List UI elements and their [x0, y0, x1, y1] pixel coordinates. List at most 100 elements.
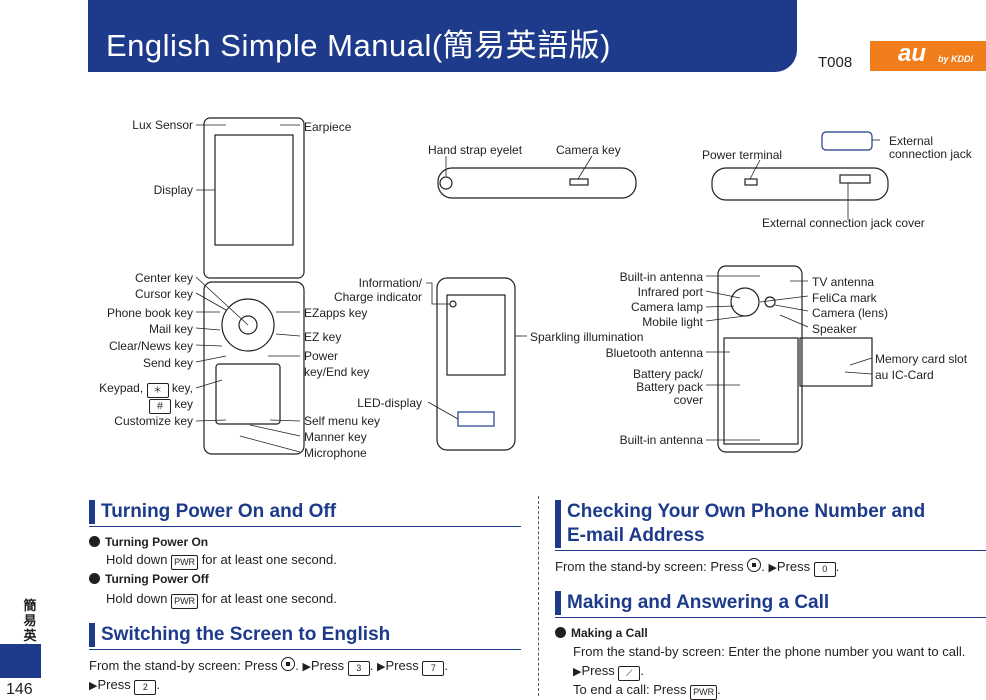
label-lux-sensor: Lux Sensor [132, 118, 193, 132]
section-power-underline [89, 526, 521, 527]
label-camera-lens: Camera (lens) [812, 306, 889, 320]
phone-upper-body [203, 117, 305, 279]
section-call-title: Making and Answering a Call [567, 592, 830, 613]
english-steps-line-2: ▶Press 2. [89, 675, 160, 696]
label-felica-mark: FeliCa mark [812, 291, 877, 305]
label-camera-key: Camera key [556, 143, 621, 157]
power-terminal [744, 178, 758, 186]
label-customize-key: Customize key [114, 414, 193, 428]
power-on-title: Turning Power On [105, 535, 209, 549]
power-key-icon: PWR [171, 594, 199, 609]
section-power-header: Turning Power On and Off [89, 500, 520, 524]
closed-phone-panel [446, 294, 506, 376]
power-key-icon: PWR [690, 685, 718, 700]
label-cursor-key: Cursor key [134, 287, 193, 301]
label-microphone: Microphone [304, 446, 367, 460]
call-text-3: . [640, 663, 644, 678]
number-text-2: . [761, 559, 765, 574]
key-0-icon: 0 [813, 562, 836, 577]
label-au-ic-card: au IC-Card [875, 368, 934, 382]
phone-lower-body [203, 281, 305, 455]
phone-display [214, 134, 294, 246]
memory-slot-detail [799, 337, 873, 387]
page-title: English Simple Manual(簡易英語版) [106, 28, 611, 63]
call-text-4: To end a call: Press [573, 682, 687, 697]
call-sub-title: Making a Call [571, 626, 648, 640]
label-sparkling: Sparkling illumination [530, 330, 644, 344]
label-speaker: Speaker [812, 322, 857, 336]
label-bluetooth-antenna: Bluetooth antenna [605, 346, 703, 360]
center-key [238, 315, 258, 335]
section-call-header: Making and Answering a Call [555, 591, 986, 615]
arrow-right-icon: ▶ [377, 661, 386, 673]
arrow-right-icon: ▶ [768, 562, 777, 574]
label-phone-book-key: Phone book key [106, 306, 193, 320]
label-power-key-1: Power [304, 349, 339, 363]
label-clear-news-key: Clear/News key [108, 339, 193, 353]
camera-key [569, 178, 589, 186]
label-camera-lamp: Camera lamp [630, 300, 703, 314]
led-display-box [457, 411, 495, 427]
bullet-icon [89, 573, 100, 584]
label-self-menu-key: Self menu key [304, 414, 381, 428]
label-external-cover: External connection jack cover [762, 216, 925, 230]
arrow-right-icon: ▶ [302, 661, 311, 673]
external-jack-cover [839, 174, 871, 184]
call-heading: Making a Call [555, 624, 648, 643]
label-battery-1: Battery pack/ [632, 367, 703, 381]
battery-cover [723, 337, 799, 445]
label-infrared-port: Infrared port [637, 285, 703, 299]
call-text-line-2: ▶Press ⟋. [573, 661, 644, 682]
label-hand-strap: Hand strap eyelet [428, 143, 523, 157]
english-steps-line-1: From the stand-by screen: Press . ▶Press… [89, 656, 448, 677]
camera-lens [764, 296, 776, 308]
english-text-1: From the stand-by screen: Press [89, 658, 278, 673]
side-tab [0, 644, 41, 678]
call-text-1: From the stand-by screen: Enter the phon… [573, 644, 966, 659]
page-number: 146 [6, 681, 33, 698]
label-mail-key: Mail key [148, 322, 193, 336]
closed-phone [436, 277, 516, 451]
label-information: Information/ [358, 276, 422, 290]
label-builtin-antenna-bottom: Built-in antenna [619, 433, 703, 447]
power-on-text: Hold down PWR for at least one second. [106, 550, 337, 570]
hand-strap-eyelet [439, 176, 453, 190]
bullet-icon [89, 536, 100, 547]
side-view-2 [711, 167, 889, 201]
power-off-title: Turning Power Off [105, 572, 209, 586]
label-keypad-1: Keypad, ＊ key, [70, 381, 193, 398]
label-charge-indicator: Charge indicator [333, 290, 422, 304]
back-view [717, 265, 803, 453]
section-number-title-1: Checking Your Own Phone Number and [567, 501, 926, 522]
center-key-icon [747, 558, 762, 572]
call-text-5: . [717, 682, 721, 697]
english-text-5: Press [385, 658, 419, 673]
label-battery-3: cover [673, 393, 703, 407]
section-english-underline [89, 649, 521, 650]
label-send-key: Send key [142, 356, 193, 370]
power-key-icon: PWR [171, 555, 199, 570]
english-text-4: . [369, 658, 374, 673]
label-tv-antenna: TV antenna [812, 275, 875, 289]
cursor-key-ring [221, 298, 275, 352]
english-text-7: Press [97, 677, 131, 692]
label-earpiece: Earpiece [304, 120, 352, 134]
phone-diagram [195, 117, 889, 455]
label-external-jack-2: connection jack [889, 147, 972, 161]
number-text-3: Press [776, 559, 811, 574]
side-view-1 [437, 167, 637, 199]
section-english-title: Switching the Screen to English [101, 624, 391, 645]
label-battery-2: Battery pack [636, 380, 703, 394]
label-led-display: LED-display [357, 396, 422, 410]
label-external-jack-1: External [889, 134, 934, 148]
au-logo [870, 41, 986, 71]
label-ezapps-key: EZapps key [304, 306, 368, 320]
section-call-underline [555, 617, 986, 618]
label-center-key: Center key [134, 271, 193, 285]
power-on-text-1: Hold down [106, 552, 168, 567]
power-off-text-2: for at least one second. [201, 591, 337, 606]
label-mobile-light: Mobile light [642, 315, 703, 329]
keypad [215, 363, 281, 425]
english-text-6: . [444, 658, 448, 673]
power-on-heading: Turning Power On [89, 533, 208, 552]
